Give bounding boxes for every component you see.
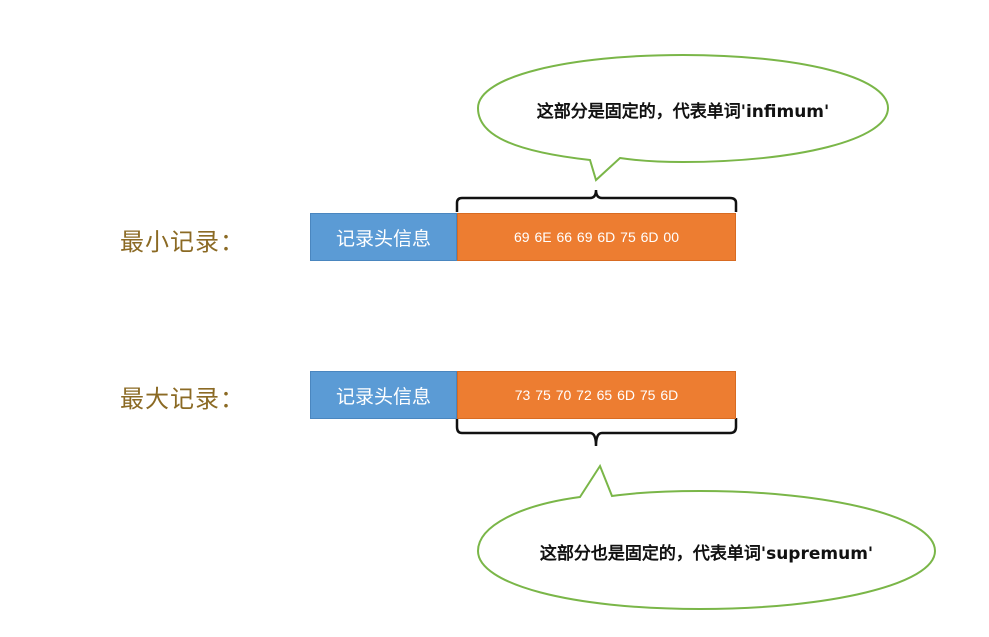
max-record-label: 最大记录：: [120, 385, 245, 413]
infimum-callout-bubble: [476, 53, 890, 182]
max-record-header-box: 记录头信息: [310, 371, 457, 419]
min-record-bytes-box: 69 6E 66 69 6D 75 6D 00: [457, 213, 736, 261]
max-record-bytes-box: 73 75 70 72 65 6D 75 6D: [457, 371, 736, 419]
infimum-callout-text: 这部分是固定的，代表单词'infimum': [536, 101, 830, 122]
min-record-label: 最小记录：: [120, 228, 245, 256]
infimum-brace: [455, 189, 738, 212]
min-record-header-box: 记录头信息: [310, 213, 457, 261]
supremum-callout-text: 这部分也是固定的，代表单词'supremum': [539, 543, 874, 564]
supremum-brace: [455, 418, 738, 447]
supremum-callout-bubble: [476, 463, 937, 611]
